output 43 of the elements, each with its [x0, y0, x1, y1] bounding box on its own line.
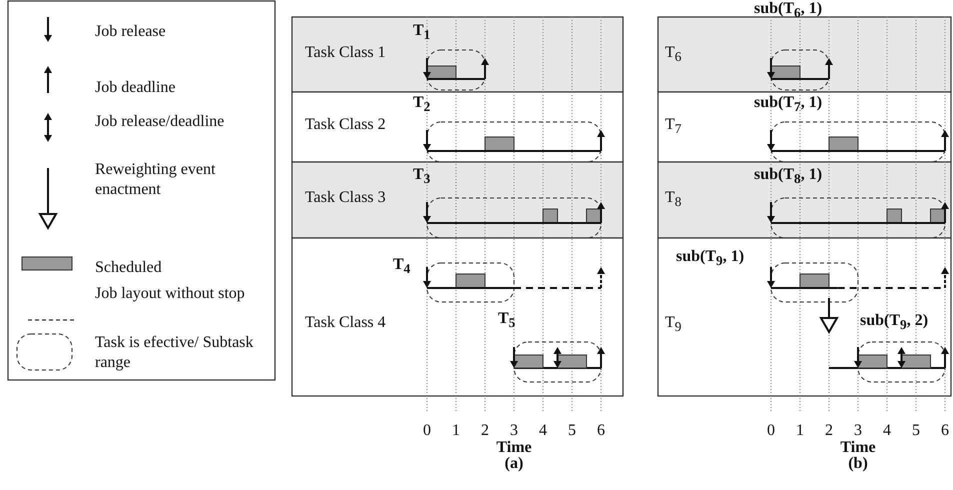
task-label: T$_{1}$: [413, 22, 430, 43]
tick-label: 4: [539, 422, 547, 440]
subtask-label: sub(T$_{8}$, 1): [754, 166, 822, 187]
tick-label: 2: [481, 422, 489, 440]
tick-label: 3: [854, 422, 862, 440]
task-label: T$_{4}$: [393, 256, 410, 277]
row-label: Task Class 1: [305, 44, 386, 62]
legend-text: Task is efective/ Subtask range: [95, 333, 254, 373]
task-label: T$_{5}$: [498, 310, 516, 331]
tick-label: 5: [568, 422, 576, 440]
tick-label: 1: [452, 422, 460, 440]
panel-caption: (a): [504, 455, 524, 473]
legend-text: Reweighting event enactment: [95, 160, 216, 200]
tick-label: 0: [767, 422, 775, 440]
tick-label: 3: [510, 422, 518, 440]
legend-text: Job release: [95, 22, 167, 42]
panel-caption: (b): [848, 455, 868, 473]
row-label: T$_{6}$: [665, 44, 682, 65]
task-label: T$_{2}$: [413, 94, 430, 115]
legend-text: Job release/deadline: [95, 112, 226, 132]
subtask-label: sub(T$_{9}$, 2): [860, 312, 928, 333]
tick-label: 6: [941, 422, 949, 440]
subtask-label: sub(T$_{6}$, 1): [754, 0, 822, 21]
subtask-label: sub(T$_{7}$, 1): [754, 94, 822, 115]
row-label: T$_{8}$: [665, 189, 682, 210]
row-label: Task Class 3: [305, 189, 386, 207]
tick-label: 1: [796, 422, 804, 440]
axis-title: Time: [496, 439, 532, 457]
tick-label: 2: [825, 422, 833, 440]
axis-title: Time: [840, 439, 876, 456]
tick-label: 0: [423, 422, 431, 440]
row-label: Task Class 4: [305, 314, 386, 332]
task-label: T$_{3}$: [413, 166, 430, 187]
row-label: T$_{7}$: [665, 116, 682, 137]
subtask-label: sub(T$_{9}$, 1): [676, 248, 744, 269]
tick-label: 5: [912, 422, 920, 440]
tick-label: 4: [883, 422, 891, 440]
legend-text: Scheduled: [95, 258, 163, 278]
tick-label: 6: [597, 422, 605, 440]
legend-text: Job deadline: [95, 78, 176, 98]
row-label: T$_{9}$: [665, 314, 682, 335]
legend-text: Job layout without stop: [95, 284, 246, 304]
row-label: Task Class 2: [305, 116, 386, 134]
